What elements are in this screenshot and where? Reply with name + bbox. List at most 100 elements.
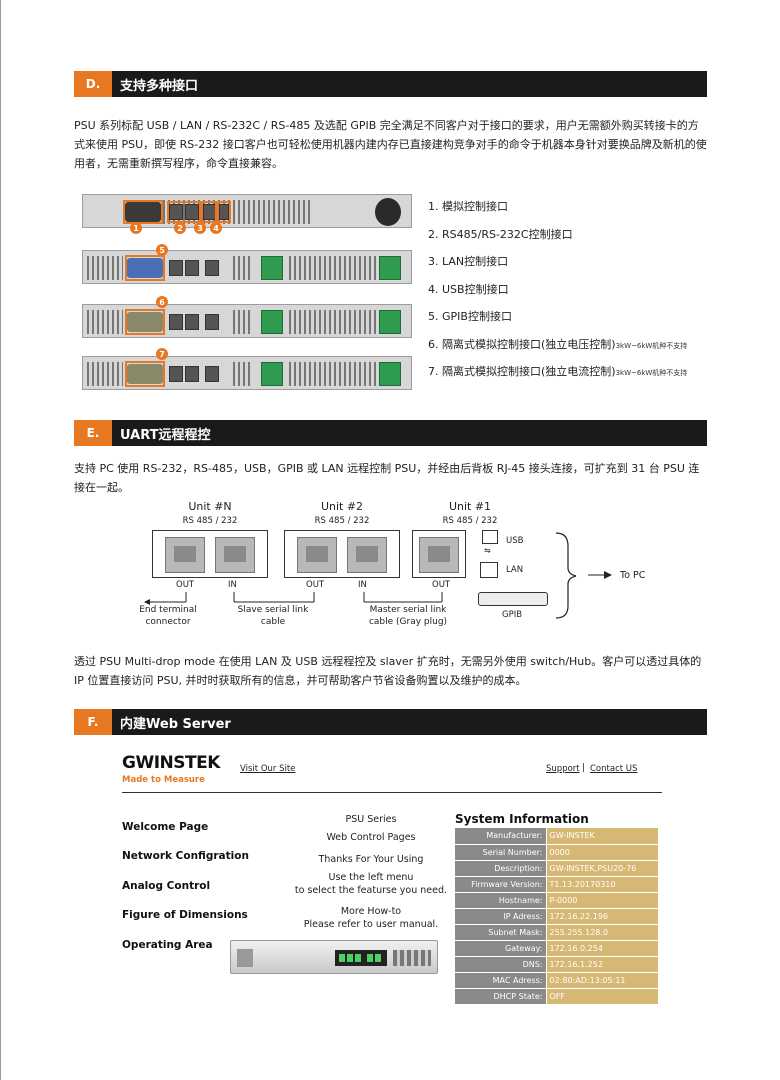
master-cable-label: Master serial link cable (Gray plug) <box>368 605 448 627</box>
sys-key: DHCP State: <box>455 988 547 1005</box>
rj45-out-port <box>165 537 205 573</box>
device-grill <box>237 949 253 967</box>
sense-terminal <box>261 310 283 334</box>
port-in-label: IN <box>358 580 367 590</box>
sys-value: 172.16.0.254 <box>546 940 658 957</box>
vent-grille <box>87 256 123 280</box>
table-row: Firmware Version:T1.13.20170310 <box>455 876 658 893</box>
center-more-1: More How-to <box>340 906 402 917</box>
table-row: Serial Number:0000 <box>455 844 658 861</box>
device-display <box>335 950 387 966</box>
rj45-port <box>169 204 183 220</box>
sys-value: 172.16.1.252 <box>546 956 658 973</box>
system-info-title: System Information <box>455 812 589 826</box>
badge-5: 5 <box>156 244 168 256</box>
unit-n-sub: RS 485 / 232 <box>182 516 238 526</box>
nav-network[interactable]: Network Configration <box>122 850 249 862</box>
vent-grille <box>87 310 123 334</box>
rj45-port <box>185 204 199 220</box>
section-f-letter: F. <box>74 709 112 735</box>
table-row: DNS:172.16.1.252 <box>455 956 658 973</box>
table-row: MAC Adress:02:80:AD:13:05:11 <box>455 972 658 989</box>
psu-device-image <box>230 940 438 974</box>
link-separator: | <box>582 763 586 773</box>
isolated-current-connector <box>127 364 163 384</box>
section-e-header: E. UART远程程控 <box>74 420 707 446</box>
sys-key: Hostname: <box>455 892 547 909</box>
table-row: IP Adress:172.16.22.196 <box>455 908 658 925</box>
port-label: 4. USB控制接口 <box>428 282 509 296</box>
section-d-paragraph: PSU 系列标配 USB / LAN / RS-232C / RS-485 及选… <box>74 119 707 170</box>
end-terminal-label: End terminal connector <box>139 605 197 627</box>
section-e-paragraph-2: 透过 PSU Multi-drop mode 在使用 LAN 及 USB 远程程… <box>74 655 702 687</box>
center-thanks: Thanks For Your Using <box>318 854 424 865</box>
sys-value: P-0000 <box>546 892 658 909</box>
output-terminal <box>375 198 401 226</box>
badge-2: 2 <box>174 222 186 234</box>
port-item: 6. 隔离式模拟控制接口(独立电压控制)3kW~6kW机种不支持 <box>428 336 718 364</box>
port-label: 3. LAN控制接口 <box>428 255 509 268</box>
port-note: 3kW~6kW机种不支持 <box>615 369 688 377</box>
output-terminal <box>379 362 401 386</box>
contact-link[interactable]: Contact US <box>590 764 638 774</box>
rear-panel-6 <box>82 304 412 338</box>
center-more-2: Please refer to user manual. <box>303 919 439 930</box>
unit-1-title: Unit #1 <box>448 500 492 513</box>
usb-port <box>219 204 229 220</box>
nav-welcome[interactable]: Welcome Page <box>122 821 209 833</box>
table-row: Subnet Mask:255.255.128.0 <box>455 924 658 941</box>
usb-port-icon <box>482 530 498 544</box>
highlight-3 <box>201 201 217 223</box>
sys-value: 255.255.128.0 <box>546 924 658 941</box>
lan-port <box>205 366 219 382</box>
sys-key: Serial Number: <box>455 844 547 861</box>
section-d-title: 支持多种接口 <box>120 78 199 94</box>
support-link[interactable]: Support <box>546 764 580 774</box>
gpib-connector <box>127 258 163 278</box>
highlight-2 <box>167 201 201 223</box>
highlight-4 <box>217 201 231 223</box>
sys-key: Subnet Mask: <box>455 924 547 941</box>
sys-key: MAC Adress: <box>455 972 547 989</box>
table-row: Manufacturer:GW-INSTEK <box>455 828 658 845</box>
nav-dimensions[interactable]: Figure of Dimensions <box>122 909 248 921</box>
nav-analog[interactable]: Analog Control <box>122 880 211 892</box>
unit-n-box <box>152 530 268 578</box>
web-server-screenshot: GWINSTEK Made to Measure Visit Our Site … <box>108 744 668 1014</box>
section-e-title: UART远程程控 <box>120 427 211 443</box>
port-item: 7. 隔离式模拟控制接口(独立电流控制)3kW~6kW机种不支持 <box>428 363 718 391</box>
port-label: 2. RS485/RS-232C控制接口 <box>428 227 573 241</box>
lan-port-icon <box>480 562 498 578</box>
vent-grille <box>233 310 253 334</box>
badge-3: 3 <box>194 222 206 234</box>
rj45-port <box>185 314 199 330</box>
rj45-port <box>169 260 183 276</box>
port-item: 1. 模拟控制接口 <box>428 198 718 226</box>
port-item: 5. GPIB控制接口 <box>428 308 718 336</box>
output-terminal <box>379 310 401 334</box>
nav-operating-area[interactable]: Operating Area <box>122 939 213 951</box>
tagline: Made to Measure <box>122 775 205 785</box>
unit-2-box <box>284 530 400 578</box>
lan-port <box>205 260 219 276</box>
usb-symbol-icon: ⇋ <box>484 546 491 555</box>
sys-key: Description: <box>455 860 547 877</box>
output-terminal <box>379 256 401 280</box>
sys-key: Gateway: <box>455 940 547 957</box>
to-pc-label: To PC <box>620 570 646 581</box>
rj45-out-port <box>297 537 337 573</box>
port-item: 4. USB控制接口 <box>428 281 718 309</box>
badge-6: 6 <box>156 296 168 308</box>
badge-7: 7 <box>156 348 168 360</box>
isolated-voltage-connector <box>127 312 163 332</box>
gpib-port-icon <box>478 592 548 606</box>
sense-terminal <box>261 362 283 386</box>
port-out-label: OUT <box>432 580 451 590</box>
sys-value: GW-INSTEK <box>546 828 658 845</box>
rj45-port <box>169 366 183 382</box>
highlight-1 <box>123 200 163 224</box>
port-out-label: OUT <box>306 580 325 590</box>
vent-grille <box>289 362 377 386</box>
visit-site-link[interactable]: Visit Our Site <box>240 764 296 774</box>
